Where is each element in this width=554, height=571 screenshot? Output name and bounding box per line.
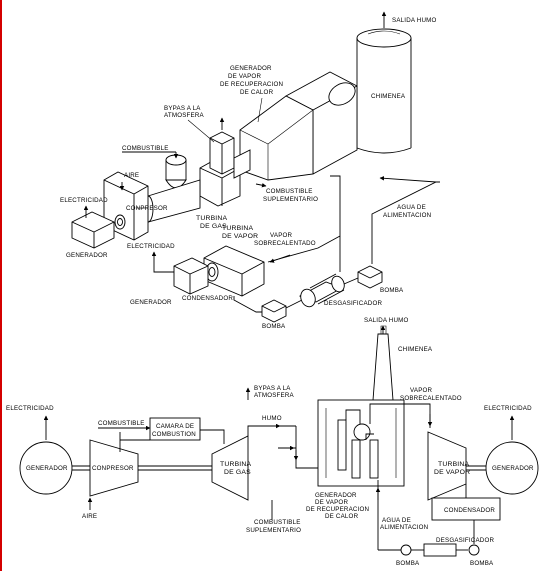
iso-label-combustible: COMBUSTIBLE: [122, 145, 169, 152]
sch-condenser: [431, 497, 501, 521]
iso-bypass-leader: [187, 119, 215, 143]
iso-label-generador-2: GENERADOR: [130, 299, 172, 306]
sch-smoke-to-hrsg: [295, 426, 318, 469]
iso-label-desgasificador: DESGASIFICADOR: [324, 300, 382, 307]
iso-label-electricidad-1: ELECTRICIDAD: [60, 197, 108, 204]
sch-deaerator: [423, 543, 457, 557]
sch-label-turbina-vapor-1: TURBINA: [438, 461, 469, 468]
iso-label-agua-2: ALIMENTACION: [383, 212, 431, 219]
iso-compressor: [103, 171, 149, 241]
sch-label-generador-r: GENERADOR: [492, 465, 534, 472]
sch-label-bomba-l: BOMBA: [396, 560, 420, 567]
sch-label-humo: HUMO: [262, 415, 282, 422]
iso-label-generador-1: GENERADOR: [66, 252, 108, 259]
sch-label-gv-2: DE VAPOR: [315, 499, 348, 506]
sch-label-combustible: COMBUSTIBLE: [98, 420, 145, 427]
sch-label-desgasificador: DESGASIFICADOR: [436, 537, 494, 544]
sch-generator-l: [19, 441, 73, 495]
schematic-diagram: SALIDA HUMO CHIMENEA GENERADOR DE VAPOR …: [6, 317, 539, 567]
sch-label-condensador: CONDENSADOR: [444, 507, 495, 514]
sch-label-compresor: CONPRESOR: [92, 465, 134, 472]
iso-label-bypass-2: ATMOSFERA: [164, 112, 205, 119]
sch-label-agua-1: AGUA DE: [382, 517, 411, 524]
iso-label-gv-4: DE CALOR: [240, 89, 274, 96]
iso-label-aire: AIRE: [124, 172, 139, 179]
sch-label-agua-2: ALIMENTACION: [380, 524, 428, 531]
sch-label-vapor-sobre-2: SOBRECALENTADO: [400, 395, 462, 402]
sch-combustion-chamber: [149, 417, 201, 441]
sch-label-chimenea: CHIMENEA: [398, 346, 433, 353]
iso-label-bypass-1: BYPAS A LA: [164, 105, 201, 112]
sch-chamber-to-turbine: [200, 429, 225, 444]
iso-label-chimenea: CHIMENEA: [371, 93, 406, 100]
iso-label-comb-supl-2: SUPLEMENTARIO: [263, 196, 318, 203]
sch-label-gv-3: DE RECUPERACION: [306, 506, 369, 513]
sch-pump-r: [468, 544, 480, 556]
iso-gv-leader: [257, 97, 263, 123]
isometric-diagram: SALIDA HUMO CHIMENEA GENERADOR DE VAPOR …: [60, 11, 440, 330]
sch-gas-turbine: [211, 435, 249, 501]
sch-label-generador-l: GENERADOR: [26, 465, 68, 472]
iso-label-vapor-sobre-1: VAPOR: [270, 232, 293, 239]
sch-label-vapor-sobre-1: VAPOR: [410, 387, 433, 394]
iso-label-gv-3: DE RECUPERACION: [220, 81, 283, 88]
iso-pump-2: [357, 265, 383, 289]
iso-hrsg: [239, 71, 358, 181]
sch-label-bypass-2: ATMOSFERA: [254, 392, 295, 399]
iso-generator-1: [71, 211, 115, 249]
sch-label-electricidad-l: ELECTRICIDAD: [6, 405, 54, 412]
sch-hrsg: [317, 399, 405, 487]
iso-label-comb-supl-1: COMBUSTIBLE: [266, 188, 313, 195]
sch-label-aire: AIRE: [82, 513, 97, 520]
sch-label-turbina-gas-1: TURBINA: [220, 461, 251, 468]
sch-label-turbina-gas-2: DE GAS: [224, 469, 251, 476]
iso-label-agua-1: AGUA DE: [397, 204, 426, 211]
sch-label-electricidad-r: ELECTRICIDAD: [484, 405, 532, 412]
sch-label-comb-supl-2: SUPLEMENTARIO: [246, 527, 301, 534]
left-border: [0, 0, 2, 571]
iso-label-vapor-sobre-2: SOBRECALENTADO: [254, 240, 316, 247]
iso-label-salida-humo: SALIDA HUMO: [392, 17, 437, 24]
iso-label-bomba-1: BOMBA: [262, 323, 286, 330]
sch-label-bomba-r: BOMBA: [470, 560, 494, 567]
sch-label-camara-2: COMBUSTION: [152, 431, 196, 438]
iso-hrsg-steam-line: [330, 175, 341, 272]
sch-label-gv-1: GENERADOR: [315, 492, 357, 499]
iso-bypass: [199, 117, 251, 207]
iso-label-gv-1: GENERADOR: [230, 65, 272, 72]
iso-label-turbina-gas-1: TURBINA: [196, 215, 227, 222]
iso-pump-1: [261, 299, 287, 323]
iso-label-condensador: CONDENSADOR: [182, 295, 233, 302]
iso-steam-turbine: [203, 245, 265, 297]
sch-compressor: [89, 439, 139, 497]
sch-label-gv-4: DE CALOR: [325, 513, 359, 520]
iso-label-bomba-2: BOMBA: [380, 287, 404, 294]
sch-label-comb-supl-1: COMBUSTIBLE: [254, 519, 301, 526]
iso-label-turbina-vapor-2: DE VAPOR: [222, 233, 258, 240]
iso-condensate-line: [233, 296, 264, 313]
iso-label-turbina-vapor-1: TURBINA: [222, 225, 253, 232]
iso-label-electricidad-2: ELECTRICIDAD: [127, 243, 175, 250]
sch-pump-l: [400, 544, 412, 556]
iso-deaerator: [298, 273, 345, 308]
iso-label-compresor: CONPRESOR: [126, 205, 168, 212]
sch-label-turbina-vapor-2: DE VAPOR: [434, 469, 470, 476]
iso-generator-2: [173, 257, 209, 295]
sch-label-salida-humo: SALIDA HUMO: [364, 317, 409, 324]
sch-generator-r: [485, 441, 539, 495]
sch-smoke-line: [247, 425, 296, 436]
sch-label-bypass-1: BYPAS A LA: [254, 385, 291, 392]
iso-chimney: [356, 28, 412, 154]
iso-label-turbina-gas-2: DE GAS: [200, 223, 227, 230]
iso-feedwater-line: [371, 181, 440, 264]
iso-label-gv-2: DE VAPOR: [228, 73, 261, 80]
sch-label-camara-1: CAMARA DE: [156, 423, 194, 430]
